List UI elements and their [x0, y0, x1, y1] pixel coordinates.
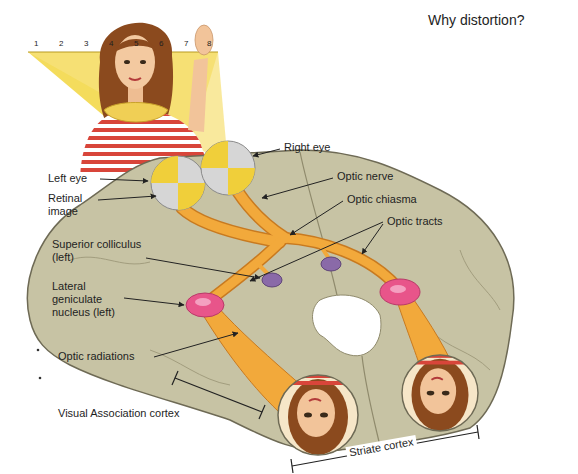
bracket — [175, 378, 262, 412]
bracket — [259, 405, 265, 419]
part-label: Optic radiations — [58, 350, 134, 363]
eyeball — [151, 156, 178, 183]
cortex-image — [402, 354, 478, 431]
leader-line — [146, 258, 260, 278]
nucleus — [186, 257, 420, 317]
cortex-image — [309, 399, 321, 401]
title: Why distortion? — [428, 12, 524, 29]
leader-line — [154, 333, 238, 357]
cortex-image — [402, 355, 478, 431]
brain-outline — [150, 350, 230, 385]
woman-figure — [70, 136, 220, 140]
eyeball — [151, 141, 255, 210]
dot-mark — [39, 377, 42, 380]
nucleus — [380, 279, 420, 305]
callout-number: 8 — [207, 39, 211, 48]
callout-number: 2 — [59, 39, 63, 48]
part-label: Retinal image — [48, 192, 94, 218]
woman-figure — [104, 103, 168, 123]
callout-number: 6 — [159, 39, 163, 48]
part-label: Optic nerve — [337, 170, 393, 183]
region-label: Visual Association cortex — [58, 407, 179, 420]
dot-mark — [37, 349, 42, 380]
leader-line — [124, 298, 184, 305]
cortex-image — [420, 368, 456, 414]
bracket — [291, 459, 293, 473]
leader-line — [100, 179, 148, 181]
callout-number: 3 — [84, 39, 88, 48]
leader-line — [290, 201, 343, 235]
cortex-image — [278, 374, 358, 455]
brain-outline — [27, 150, 513, 451]
bracket — [477, 425, 479, 439]
cortex-image — [278, 381, 358, 385]
callout-number: 4 — [109, 39, 113, 48]
optic-pathway — [285, 238, 398, 288]
brain-outline — [313, 295, 381, 356]
nucleus — [321, 257, 341, 271]
cortex-image — [412, 359, 469, 431]
brain-outline — [460, 250, 500, 310]
bracket — [172, 371, 479, 473]
nucleus — [186, 293, 224, 317]
brain-outline — [362, 356, 380, 446]
cortex-image — [431, 378, 442, 380]
woman-figure — [115, 39, 156, 52]
leader-line — [362, 224, 383, 254]
cortex-image — [304, 413, 312, 418]
part-label: Superior colliculus (left) — [52, 238, 144, 264]
part-label: Lateral geniculate nucleus (left) — [52, 280, 132, 319]
eyeball — [201, 141, 255, 195]
cortex-image — [288, 379, 348, 455]
cortex-image — [278, 375, 358, 455]
callout-number: 7 — [184, 39, 188, 48]
nucleus — [262, 273, 282, 287]
part-label: Optic chiasma — [347, 193, 417, 206]
bracket — [292, 432, 478, 466]
bracket — [172, 371, 178, 385]
leader-line — [262, 178, 333, 198]
optic-pathway — [238, 192, 285, 238]
eyeball — [178, 183, 205, 210]
leader-line — [250, 222, 383, 281]
optic-pathway — [285, 238, 398, 288]
cortex-image — [320, 413, 328, 418]
woman-figure — [70, 23, 220, 178]
cortex-image — [297, 389, 335, 437]
woman-figure — [124, 60, 130, 64]
eyeball — [151, 156, 205, 210]
woman-figure — [99, 23, 173, 132]
cortex-image — [402, 354, 478, 431]
cortex-image — [278, 375, 358, 455]
eyeball — [228, 168, 255, 195]
cortex-image — [442, 391, 450, 396]
brain-outline — [70, 257, 150, 264]
woman-figure — [188, 58, 208, 132]
dot-mark — [37, 349, 40, 352]
part-label: Optic tracts — [387, 215, 443, 228]
leader-line — [253, 149, 280, 156]
leader-line — [98, 196, 156, 200]
cortex-image — [427, 391, 435, 396]
part-label: Right eye — [284, 141, 330, 154]
brain-outline — [27, 150, 513, 451]
eyeball — [201, 141, 228, 168]
woman-figure — [115, 35, 155, 89]
callout-number: 5 — [134, 39, 138, 48]
cortex-image — [402, 355, 478, 431]
nucleus — [195, 298, 211, 306]
part-label: Left eye — [48, 172, 87, 185]
woman-figure — [140, 60, 146, 64]
woman-figure — [195, 25, 213, 55]
woman-figure — [129, 78, 141, 80]
brain-outline — [300, 152, 338, 300]
cortex-image — [402, 361, 478, 365]
woman-figure — [70, 144, 220, 148]
callout-number: 1 — [34, 39, 38, 48]
nucleus — [390, 285, 406, 293]
cortex-image — [278, 374, 358, 455]
